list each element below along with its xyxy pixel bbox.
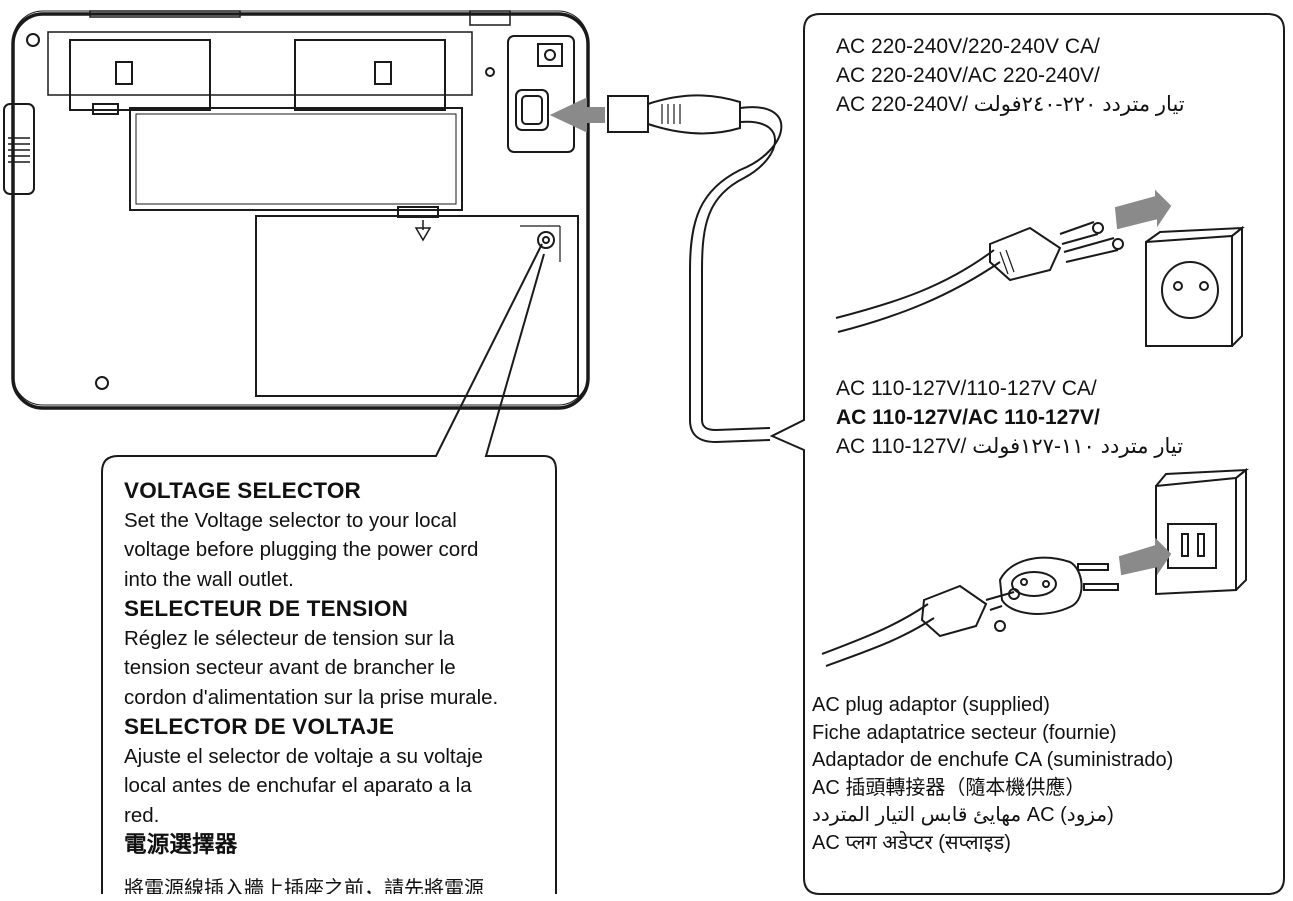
wall-outlet-round	[1145, 225, 1246, 347]
adaptor-caption-es: Adaptador de enchufe CA (suministrado)	[812, 749, 1174, 771]
callout-frame	[101, 243, 557, 894]
fr-line-2: tension secteur avant de brancher le	[124, 656, 456, 679]
zh-line-1-clipped: 將電源線插入牆上插座之前，請先將電源	[124, 870, 544, 894]
fr-line-3: cordon d'alimentation sur la prise mural…	[124, 685, 499, 709]
ac-low-line-3: AC 110-127V/ تيار متردد ١١٠-١٢٧فولت	[836, 435, 1184, 458]
ac-high-voltage-label: AC 220-240V/220-240V CA/ AC 220-240V/AC …	[836, 32, 1185, 119]
es-title: SELECTOR DE VOLTAJE	[124, 714, 395, 739]
es-line-3: red.	[124, 803, 160, 827]
ac-low-line-2: AC 110-127V/AC 110-127V/	[836, 406, 1100, 429]
adaptor-caption-zh: AC 插頭轉接器（隨本機供應）	[812, 776, 1086, 799]
device-back-panel	[3, 10, 590, 410]
en-title: VOLTAGE SELECTOR	[124, 478, 361, 503]
zh-title: 電源選擇器	[124, 832, 238, 857]
right-frame	[769, 13, 1285, 895]
ac-high-line-2: AC 220-240V/AC 220-240V/	[836, 64, 1100, 87]
wall-outlet-flat	[1155, 467, 1250, 596]
euro-plug-with-adaptor	[821, 556, 1119, 667]
insert-arrow-device	[549, 97, 605, 133]
fr-title: SELECTEUR DE TENSION	[124, 596, 409, 621]
en-line-3: into the wall outlet.	[124, 567, 294, 591]
ac-high-line-3: AC 220-240V/ تيار متردد ٢٢٠-٢٤٠فولت	[836, 93, 1185, 116]
device-power-plug	[607, 94, 783, 444]
en-line-2: voltage before plugging the power cord	[124, 538, 479, 561]
ac-high-line-1: AC 220-240V/220-240V CA/	[836, 35, 1100, 58]
adaptor-caption-hi: AC प्लग अडेप्टर (सप्लाइड)	[812, 831, 1011, 854]
adaptor-caption: AC plug adaptor (supplied) Fiche adaptat…	[812, 692, 1173, 857]
adaptor-caption-fr: Fiche adaptatrice secteur (fournie)	[812, 721, 1117, 744]
zh-line-1: 將電源線插入牆上插座之前，請先將電源	[124, 878, 484, 894]
fr-line-1: Réglez le sélecteur de tension sur la	[124, 626, 455, 650]
ac-low-voltage-label: AC 110-127V/110-127V CA/ AC 110-127V/AC …	[836, 374, 1183, 461]
voltage-selector-instructions: VOLTAGE SELECTOR Set the Voltage selecto…	[124, 476, 544, 860]
ac-low-line-1: AC 110-127V/110-127V CA/	[836, 377, 1097, 400]
adaptor-caption-ar: مهايئ قابس التيار المتردد AC (مزود)	[812, 804, 1114, 826]
adaptor-caption-en: AC plug adaptor (supplied)	[812, 694, 1050, 716]
insert-arrow-flat	[1118, 537, 1172, 576]
en-line-1: Set the Voltage selector to your local	[124, 508, 457, 532]
euro-plug	[835, 221, 1124, 333]
insert-arrow-round	[1114, 189, 1172, 230]
es-line-2: local antes de enchufar el aparato a la	[124, 774, 472, 797]
es-line-1: Ajuste el selector de voltaje a su volta…	[124, 744, 483, 768]
